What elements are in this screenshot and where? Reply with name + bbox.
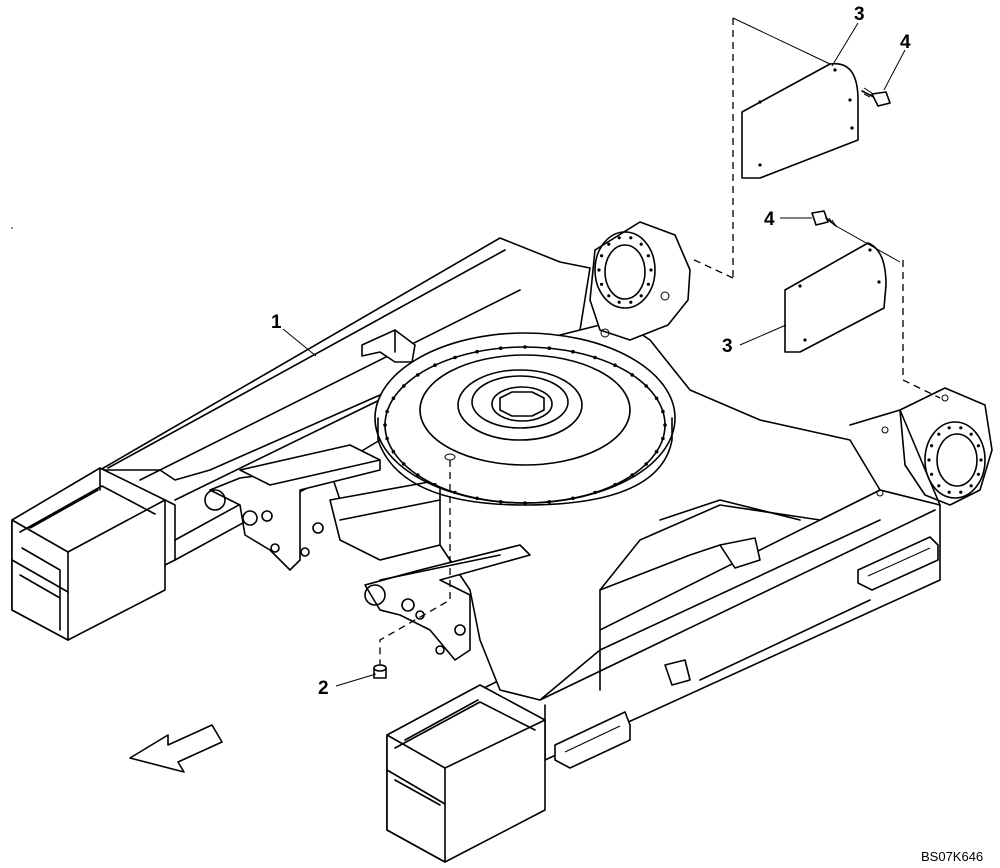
bolt-hole (523, 501, 527, 505)
bolt-hole (930, 444, 934, 448)
cover-plate-lower (784, 242, 887, 353)
bolt-hole (416, 473, 420, 477)
bolt-hole (613, 483, 617, 487)
bolt-hole (927, 458, 931, 462)
bolt-hole (433, 483, 437, 487)
bolt-hole (523, 345, 527, 349)
bolt-upper (861, 87, 891, 107)
bolt-hole (661, 409, 665, 414)
front-direction-arrow-icon (129, 724, 223, 773)
callout-1: 1 (271, 312, 282, 333)
bolt-hole (644, 462, 648, 466)
bolt-hole (385, 409, 389, 414)
bolt-hole (947, 490, 951, 494)
bolt-hole (979, 458, 983, 462)
bolt-hole (646, 254, 651, 258)
bolt-hole (663, 423, 667, 427)
bolt-hole (649, 268, 653, 272)
bolt-hole (976, 444, 981, 448)
bolt-hole (976, 472, 981, 476)
bolt-hole (571, 349, 575, 354)
cover-plate-upper (741, 62, 859, 179)
bolt-hole (639, 294, 643, 298)
bolt-hole (630, 373, 634, 377)
callout-labels: 1 2 3 4 4 3 (271, 4, 911, 699)
bolt-hole (402, 462, 406, 466)
callout-4-lower: 4 (764, 209, 775, 230)
bolt-hole (593, 355, 597, 360)
bolt-hole (498, 346, 503, 351)
bolt-hole (597, 268, 601, 272)
lower-sprocket-holes (927, 426, 983, 494)
bolt-hole (630, 473, 634, 477)
bolt-hole (547, 500, 552, 504)
bolt-hole (433, 363, 437, 368)
bolt-hole (646, 282, 651, 286)
bolt-hole (959, 490, 963, 494)
figure-code: BS07K646 (921, 849, 983, 864)
bolt-hole (613, 363, 617, 368)
bolt-hole (391, 449, 396, 454)
bolt-hole (593, 490, 597, 495)
bolt-hole (969, 432, 973, 436)
callout-3-lower: 3 (722, 336, 733, 357)
bolt-hole (416, 373, 420, 377)
bolt-hole (617, 236, 621, 240)
bolt-hole (654, 396, 659, 401)
bolt-hole (600, 282, 604, 286)
bolt-hole (661, 436, 665, 441)
bolt-hole (453, 490, 457, 495)
bolt-hole (959, 426, 963, 430)
bolt-hole (937, 432, 941, 436)
bolt-hole (402, 384, 406, 388)
bolt-hole (654, 449, 659, 454)
bolt-hole (498, 500, 503, 504)
assembly-lines (379, 17, 941, 665)
plug-part (373, 664, 387, 679)
bolt-hole (607, 242, 611, 246)
callout-3-upper: 3 (854, 4, 865, 25)
bolt-hole (644, 384, 648, 388)
upper-sprocket-holes (597, 236, 653, 304)
bolt-hole (617, 300, 621, 304)
bolt-hole (969, 484, 973, 488)
bolt-hole (571, 496, 575, 501)
leader-lines (282, 22, 906, 687)
bolt-hole (629, 236, 633, 240)
bolt-hole (391, 396, 396, 401)
bolt-hole (629, 300, 633, 304)
swing-bearing-bolt-holes (383, 345, 667, 505)
bolt-hole (385, 436, 389, 441)
bolt-hole (547, 346, 552, 351)
bolt-hole (607, 294, 611, 298)
bolt-hole (453, 355, 457, 360)
bolt-hole (639, 242, 643, 246)
bolt-hole (937, 484, 941, 488)
bolt-hole (383, 423, 387, 427)
bolt-hole (475, 349, 479, 354)
bolt-lower (811, 210, 837, 227)
bolt-hole (930, 472, 934, 476)
callout-4-upper: 4 (900, 32, 911, 53)
bolt-hole (947, 426, 951, 430)
bolt-hole (475, 496, 479, 501)
bolt-hole (600, 254, 604, 258)
callout-2: 2 (318, 678, 329, 699)
